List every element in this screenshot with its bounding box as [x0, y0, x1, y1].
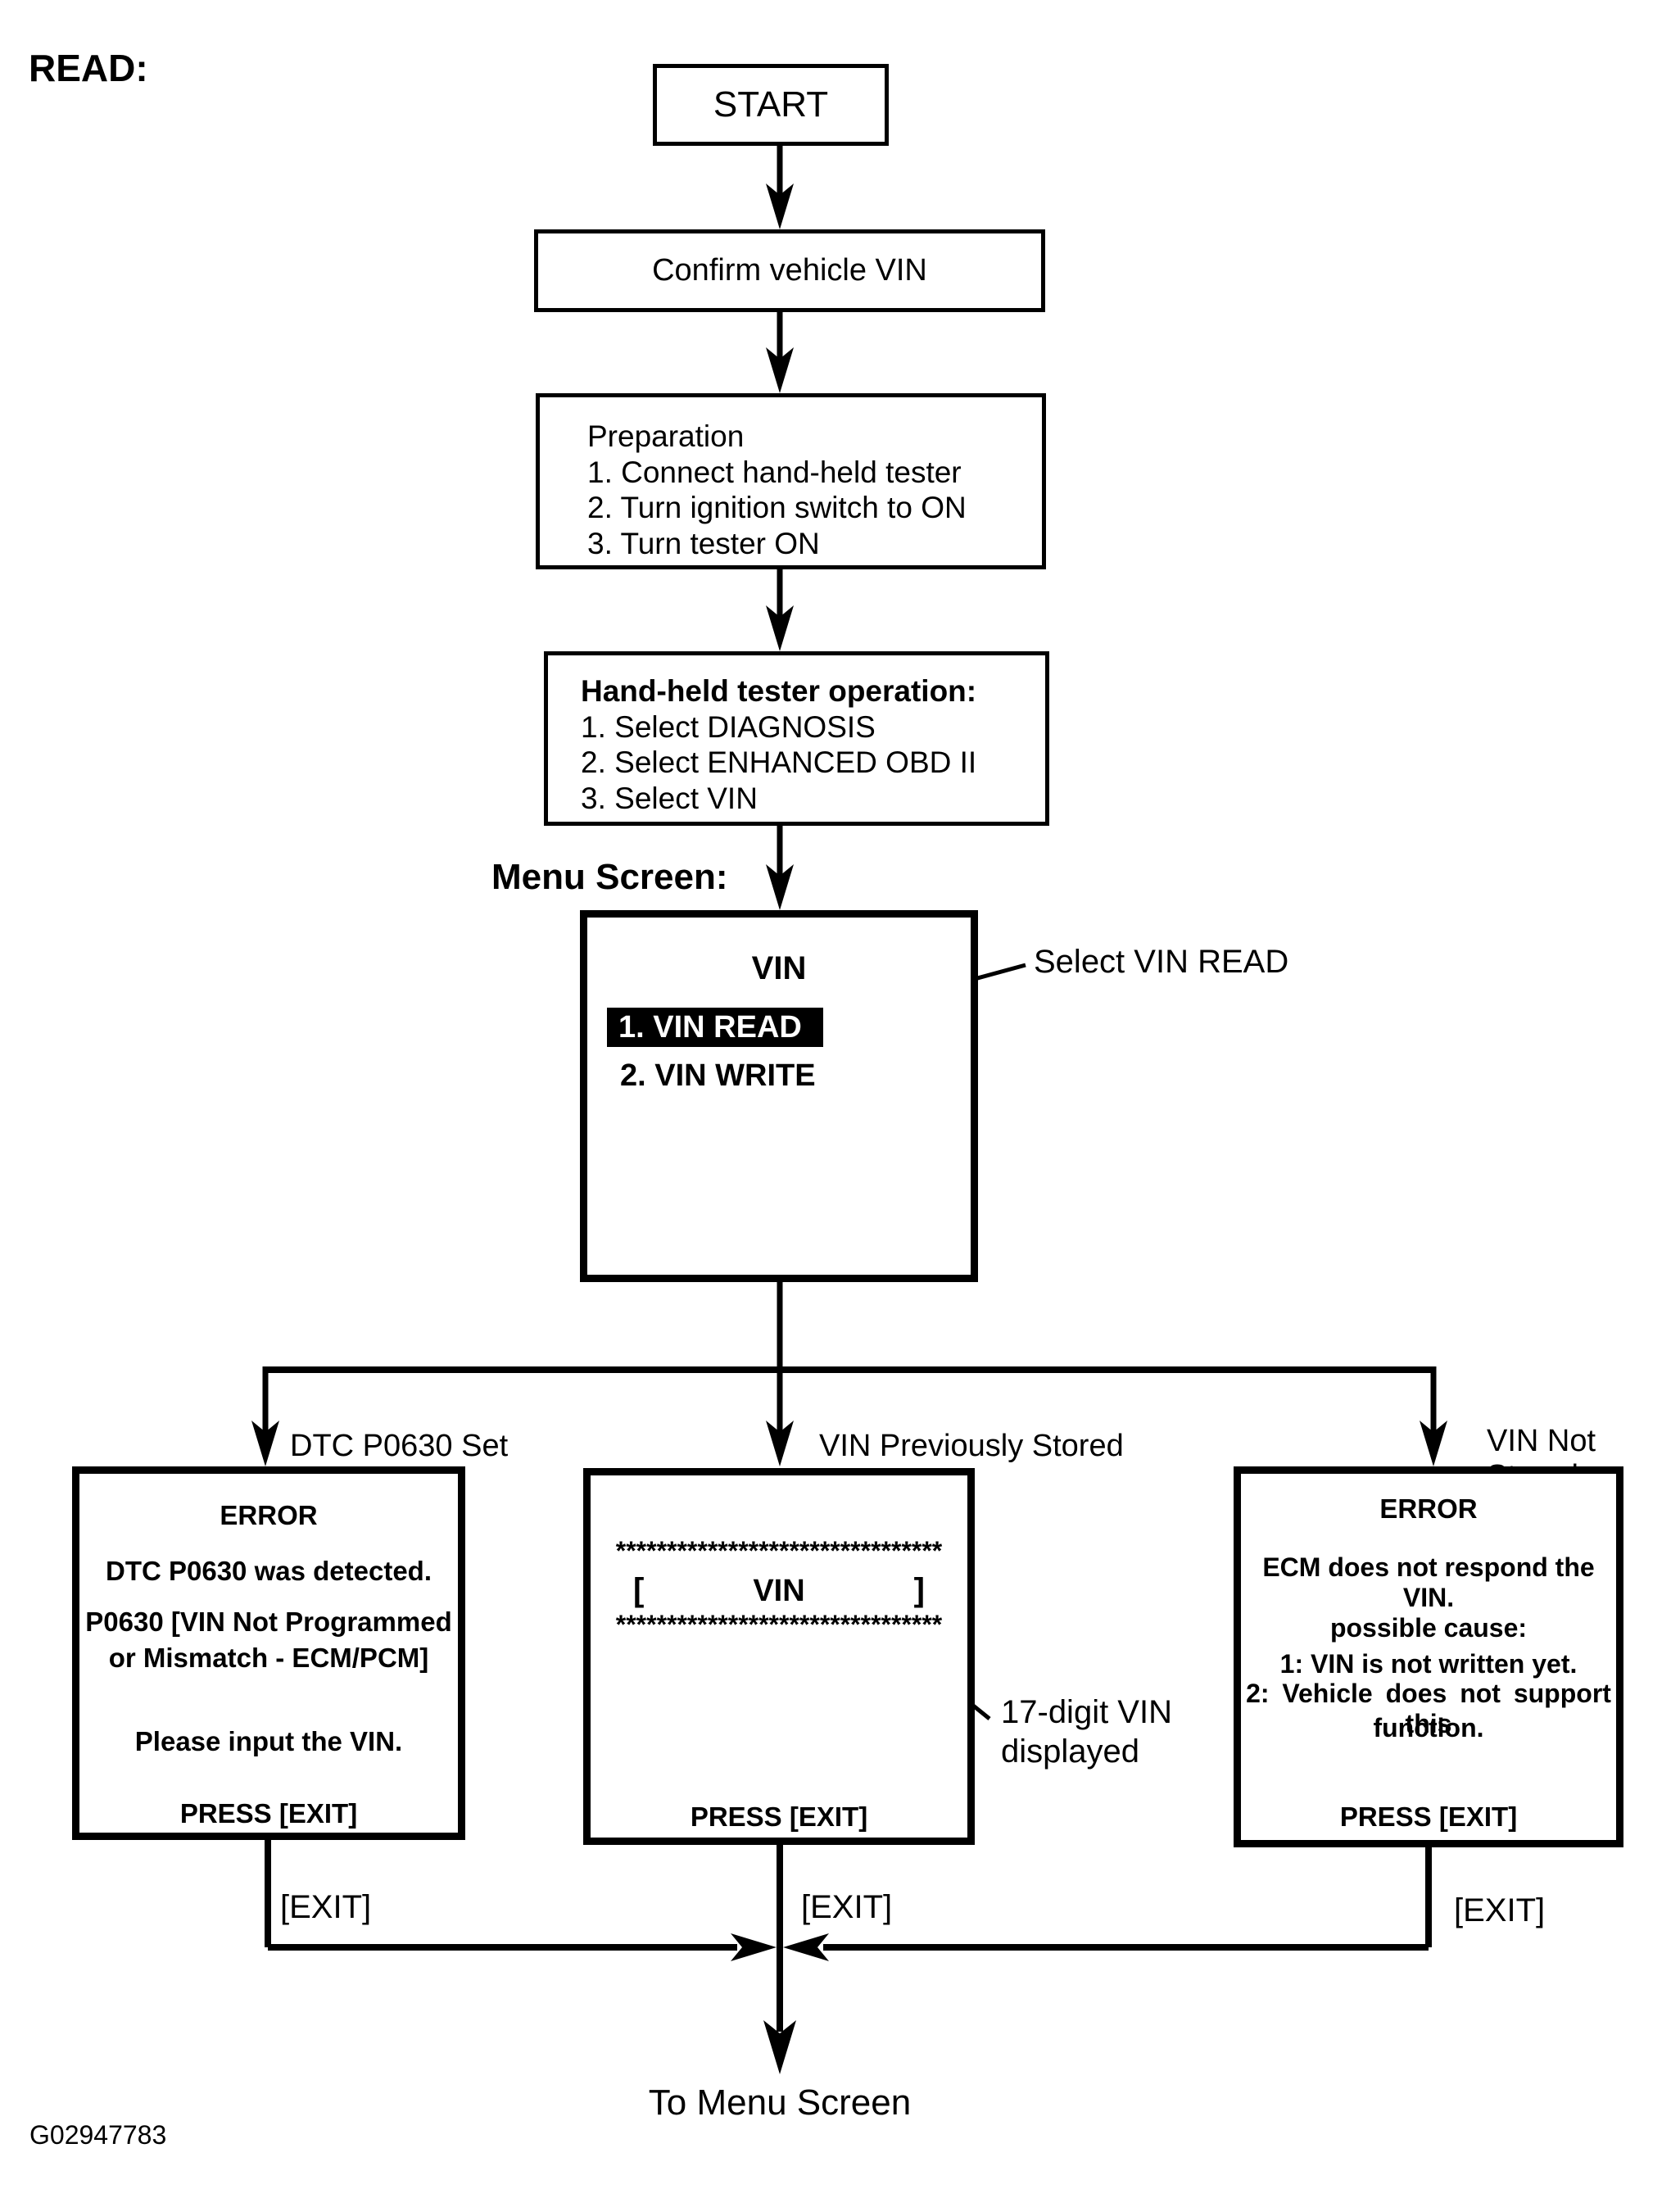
- preparation-step-2: 2. Turn ignition switch to ON: [587, 491, 967, 525]
- connector-to-menu-screen: [763, 1845, 796, 2074]
- menu-item-vin-write[interactable]: 2. VIN WRITE: [620, 1058, 816, 1094]
- vin-display-stars-top: ********************************: [615, 1536, 943, 1566]
- vin-digits-callout-line2: displayed: [1001, 1733, 1140, 1770]
- tester-operation-step-1: 1. Select DIAGNOSIS: [581, 709, 876, 744]
- connector-left-exit: [265, 1840, 777, 1961]
- error-dtc-box: ERROR DTC P0630 was detected. P0630 [VIN…: [72, 1466, 465, 1840]
- error-ecm-cause1: 1: VIN is not written yet.: [1279, 1649, 1578, 1679]
- preparation-step-3: 3. Turn tester ON: [587, 526, 820, 560]
- exit-label-left: [EXIT]: [280, 1889, 372, 1925]
- menu-item-vin-read[interactable]: 1. VIN READ: [607, 1008, 823, 1047]
- preparation-node: Preparation 1. Connect hand-held tester …: [536, 393, 1046, 569]
- connector-preparation-to-tester: [766, 569, 794, 651]
- menu-screen-label: Menu Screen:: [491, 857, 728, 897]
- vin-display-bracket-close: ]: [913, 1572, 925, 1608]
- confirm-vin-label: Confirm vehicle VIN: [652, 253, 927, 288]
- confirm-vin-node: Confirm vehicle VIN: [534, 229, 1045, 312]
- menu-item-vin-read-label: 1. VIN READ: [618, 1009, 802, 1045]
- error-dtc-line1: DTC P0630 was detected.: [106, 1556, 432, 1586]
- connector-confirm-to-preparation: [766, 312, 794, 393]
- exit-label-mid: [EXIT]: [801, 1889, 893, 1925]
- error-ecm-cause2b: function.: [1373, 1713, 1484, 1742]
- error-ecm-title: ERROR: [1379, 1493, 1478, 1524]
- figure-id: G02947783: [29, 2120, 167, 2150]
- vin-display-vin-label: VIN: [753, 1574, 805, 1608]
- error-ecm-cause-title: possible cause:: [1329, 1613, 1528, 1643]
- preparation-step-1: 1. Connect hand-held tester: [587, 455, 962, 489]
- error-ecm-cause2a: 2: Vehicle does not support this: [1246, 1679, 1611, 1738]
- branch-label-dtc-set: DTC P0630 Set: [290, 1429, 509, 1463]
- error-ecm-line1: ECM does not respond the VIN.: [1262, 1552, 1595, 1612]
- connector-tester-to-menu: [766, 826, 794, 910]
- select-vin-read-callout: Select VIN READ: [1034, 944, 1289, 980]
- vin-digits-callout-line1: 17-digit VIN: [1001, 1694, 1172, 1730]
- vin-display-bracket-open: [: [633, 1572, 645, 1608]
- connector-right-exit: [783, 1847, 1432, 1961]
- to-menu-screen-label: To Menu Screen: [648, 2082, 912, 2123]
- menu-screen-node: VIN 1. VIN READ 2. VIN WRITE: [580, 910, 978, 1282]
- menu-item-vin-write-label: 2. VIN WRITE: [620, 1058, 816, 1093]
- error-dtc-line2b: or Mismatch - ECM/PCM]: [108, 1643, 429, 1673]
- menu-title: VIN: [751, 950, 807, 986]
- tester-operation-step-2: 2. Select ENHANCED OBD II: [581, 745, 977, 780]
- vin-display-stars-bottom: ********************************: [615, 1610, 943, 1639]
- error-dtc-press-exit: PRESS [EXIT]: [179, 1798, 358, 1829]
- vin-display-press-exit: PRESS [EXIT]: [690, 1801, 868, 1832]
- error-dtc-line3: Please input the VIN.: [134, 1726, 403, 1756]
- error-dtc-title: ERROR: [220, 1500, 318, 1530]
- error-ecm-press-exit: PRESS [EXIT]: [1339, 1801, 1518, 1832]
- connector-start-to-confirm: [766, 146, 794, 229]
- exit-label-right: [EXIT]: [1454, 1892, 1546, 1928]
- start-node-label: START: [713, 84, 829, 125]
- connector-branch: [251, 1282, 1447, 1466]
- branch-label-vin-stored: VIN Previously Stored: [819, 1429, 1124, 1463]
- tester-operation-title: Hand-held tester operation:: [581, 674, 977, 708]
- vin-display-box: ******************************** [ VIN ]…: [583, 1468, 975, 1845]
- error-ecm-box: ERROR ECM does not respond the VIN. poss…: [1234, 1466, 1623, 1847]
- page-title: READ:: [29, 47, 148, 89]
- tester-operation-step-3: 3. Select VIN: [581, 781, 758, 815]
- preparation-title: Preparation: [587, 419, 745, 453]
- tester-operation-node: Hand-held tester operation: 1. Select DI…: [544, 651, 1049, 826]
- start-node: START: [653, 64, 889, 146]
- error-dtc-line2a: P0630 [VIN Not Programmed: [85, 1607, 452, 1637]
